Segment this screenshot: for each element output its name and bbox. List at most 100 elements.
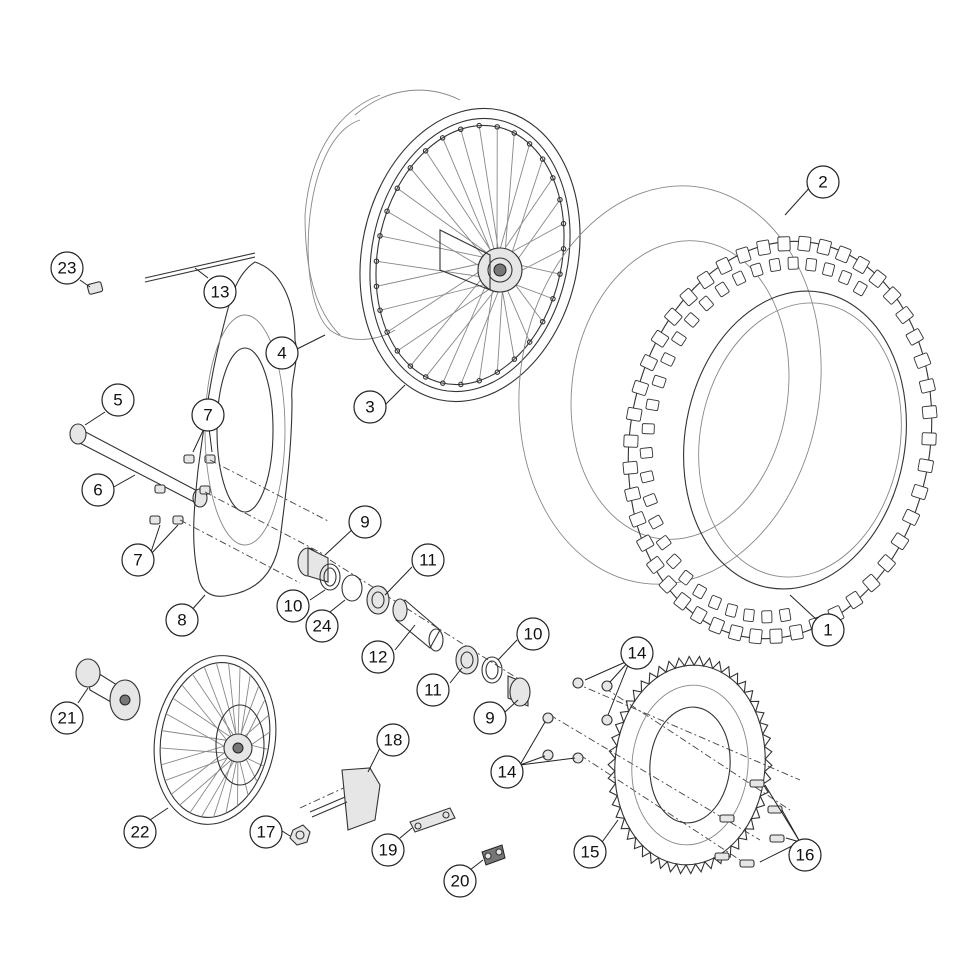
spoke-nipple <box>377 233 383 239</box>
spoke-nipple <box>407 363 414 369</box>
tire-knob <box>778 608 792 622</box>
callout-24-label: 24 <box>313 617 332 636</box>
spoke-nipple <box>439 135 446 141</box>
tire-knob <box>725 603 738 618</box>
spoke-nipple <box>526 339 533 345</box>
tire-knob <box>768 258 782 272</box>
tire-knob <box>735 246 752 264</box>
tire-knob <box>679 287 698 307</box>
tire-knob <box>750 262 764 278</box>
tire-knob <box>816 238 832 256</box>
part-21-hub <box>75 658 141 721</box>
callout-11b-label: 11 <box>424 681 442 700</box>
part-11-bearing-right <box>455 645 479 675</box>
spoke <box>179 753 239 806</box>
tire-knob <box>641 423 655 435</box>
callout-5-label: 5 <box>113 391 122 410</box>
tire-knob <box>673 592 692 611</box>
callout-15: 15 <box>573 835 607 869</box>
tire-knob <box>895 306 914 324</box>
tire-knob <box>642 493 658 507</box>
callout-23: 23 <box>50 251 84 285</box>
tire-knob <box>684 312 700 328</box>
spoke <box>460 279 504 385</box>
tire-knob <box>921 432 937 446</box>
tire-knob <box>639 447 654 459</box>
spoke <box>161 730 239 743</box>
callout-3: 3 <box>353 390 387 424</box>
callout-7a-label: 7 <box>203 406 212 425</box>
part-14-nuts <box>542 677 613 764</box>
tire-knob <box>660 352 676 367</box>
spoke-nipple <box>539 156 546 162</box>
tire-knob <box>622 460 639 475</box>
tire-knob <box>883 286 902 305</box>
tire-knob <box>742 608 755 623</box>
part-15-sprocket <box>607 655 773 875</box>
spoke-nipple <box>560 220 567 227</box>
sprocket-teeth-outline <box>607 655 773 875</box>
spoke <box>192 673 239 743</box>
spoke-nipple <box>526 141 533 147</box>
part-10-seal-right <box>481 656 503 684</box>
spoke <box>496 177 554 261</box>
spoke-nipple <box>457 126 464 133</box>
part-3-spoked-wheel <box>359 107 581 403</box>
tire-knob <box>671 331 687 347</box>
tire-knob <box>835 245 852 264</box>
spoke <box>172 697 239 743</box>
tire-knob <box>623 434 639 448</box>
spoke <box>215 662 239 743</box>
callout-10a-label: 10 <box>284 597 303 616</box>
spoke-nipple <box>394 185 401 192</box>
spoke <box>496 279 504 373</box>
callout-7b-label: 7 <box>133 551 142 570</box>
part-20-master-link <box>481 844 506 866</box>
tire-knob <box>666 553 682 569</box>
callout-13: 13 <box>203 275 237 309</box>
spoke <box>237 685 260 743</box>
callout-15-label: 15 <box>581 843 600 862</box>
callout-7a: 7 <box>191 398 225 432</box>
callout-14a-label: 14 <box>628 644 647 663</box>
callout-9b-label: 9 <box>485 709 494 728</box>
spoke-nipple <box>476 377 483 384</box>
tire-knob <box>648 514 664 530</box>
callout-12: 12 <box>361 640 395 674</box>
spoke <box>496 143 531 261</box>
spoke <box>460 129 498 261</box>
tire-knob <box>728 624 744 642</box>
callout-1: 1 <box>811 613 845 647</box>
spoke-nipple <box>550 175 556 181</box>
callout-19: 19 <box>371 833 405 867</box>
part-13-rod <box>144 252 256 283</box>
tire-knob <box>715 257 733 275</box>
tire-knob <box>777 236 791 252</box>
callout-9a: 9 <box>348 505 382 539</box>
spoke-nipple <box>394 348 401 354</box>
tire-knob <box>748 628 763 645</box>
tire-knob <box>921 405 938 420</box>
tire-knob <box>913 352 932 369</box>
tire-knob <box>917 458 934 474</box>
tire-knob <box>640 354 658 372</box>
tire-knob <box>868 269 887 288</box>
spoke-nipple <box>557 196 563 203</box>
tire-knob <box>714 281 730 298</box>
tire-knob <box>624 486 641 502</box>
callout-21: 21 <box>50 701 84 735</box>
callout-9a-label: 9 <box>360 513 369 532</box>
spoke-nipple <box>560 246 567 252</box>
part-18-chain-slider <box>309 767 381 831</box>
part-17-nut <box>289 824 311 846</box>
callout-10b: 10 <box>516 617 550 651</box>
spoke-nipple <box>539 318 546 325</box>
spoke <box>425 279 504 378</box>
tire-knob <box>628 511 647 528</box>
part-23-nipple <box>86 281 104 295</box>
callout-11a: 11 <box>411 543 445 577</box>
callout-22: 22 <box>123 815 157 849</box>
tire-knob <box>789 624 804 641</box>
spoke <box>164 753 239 781</box>
